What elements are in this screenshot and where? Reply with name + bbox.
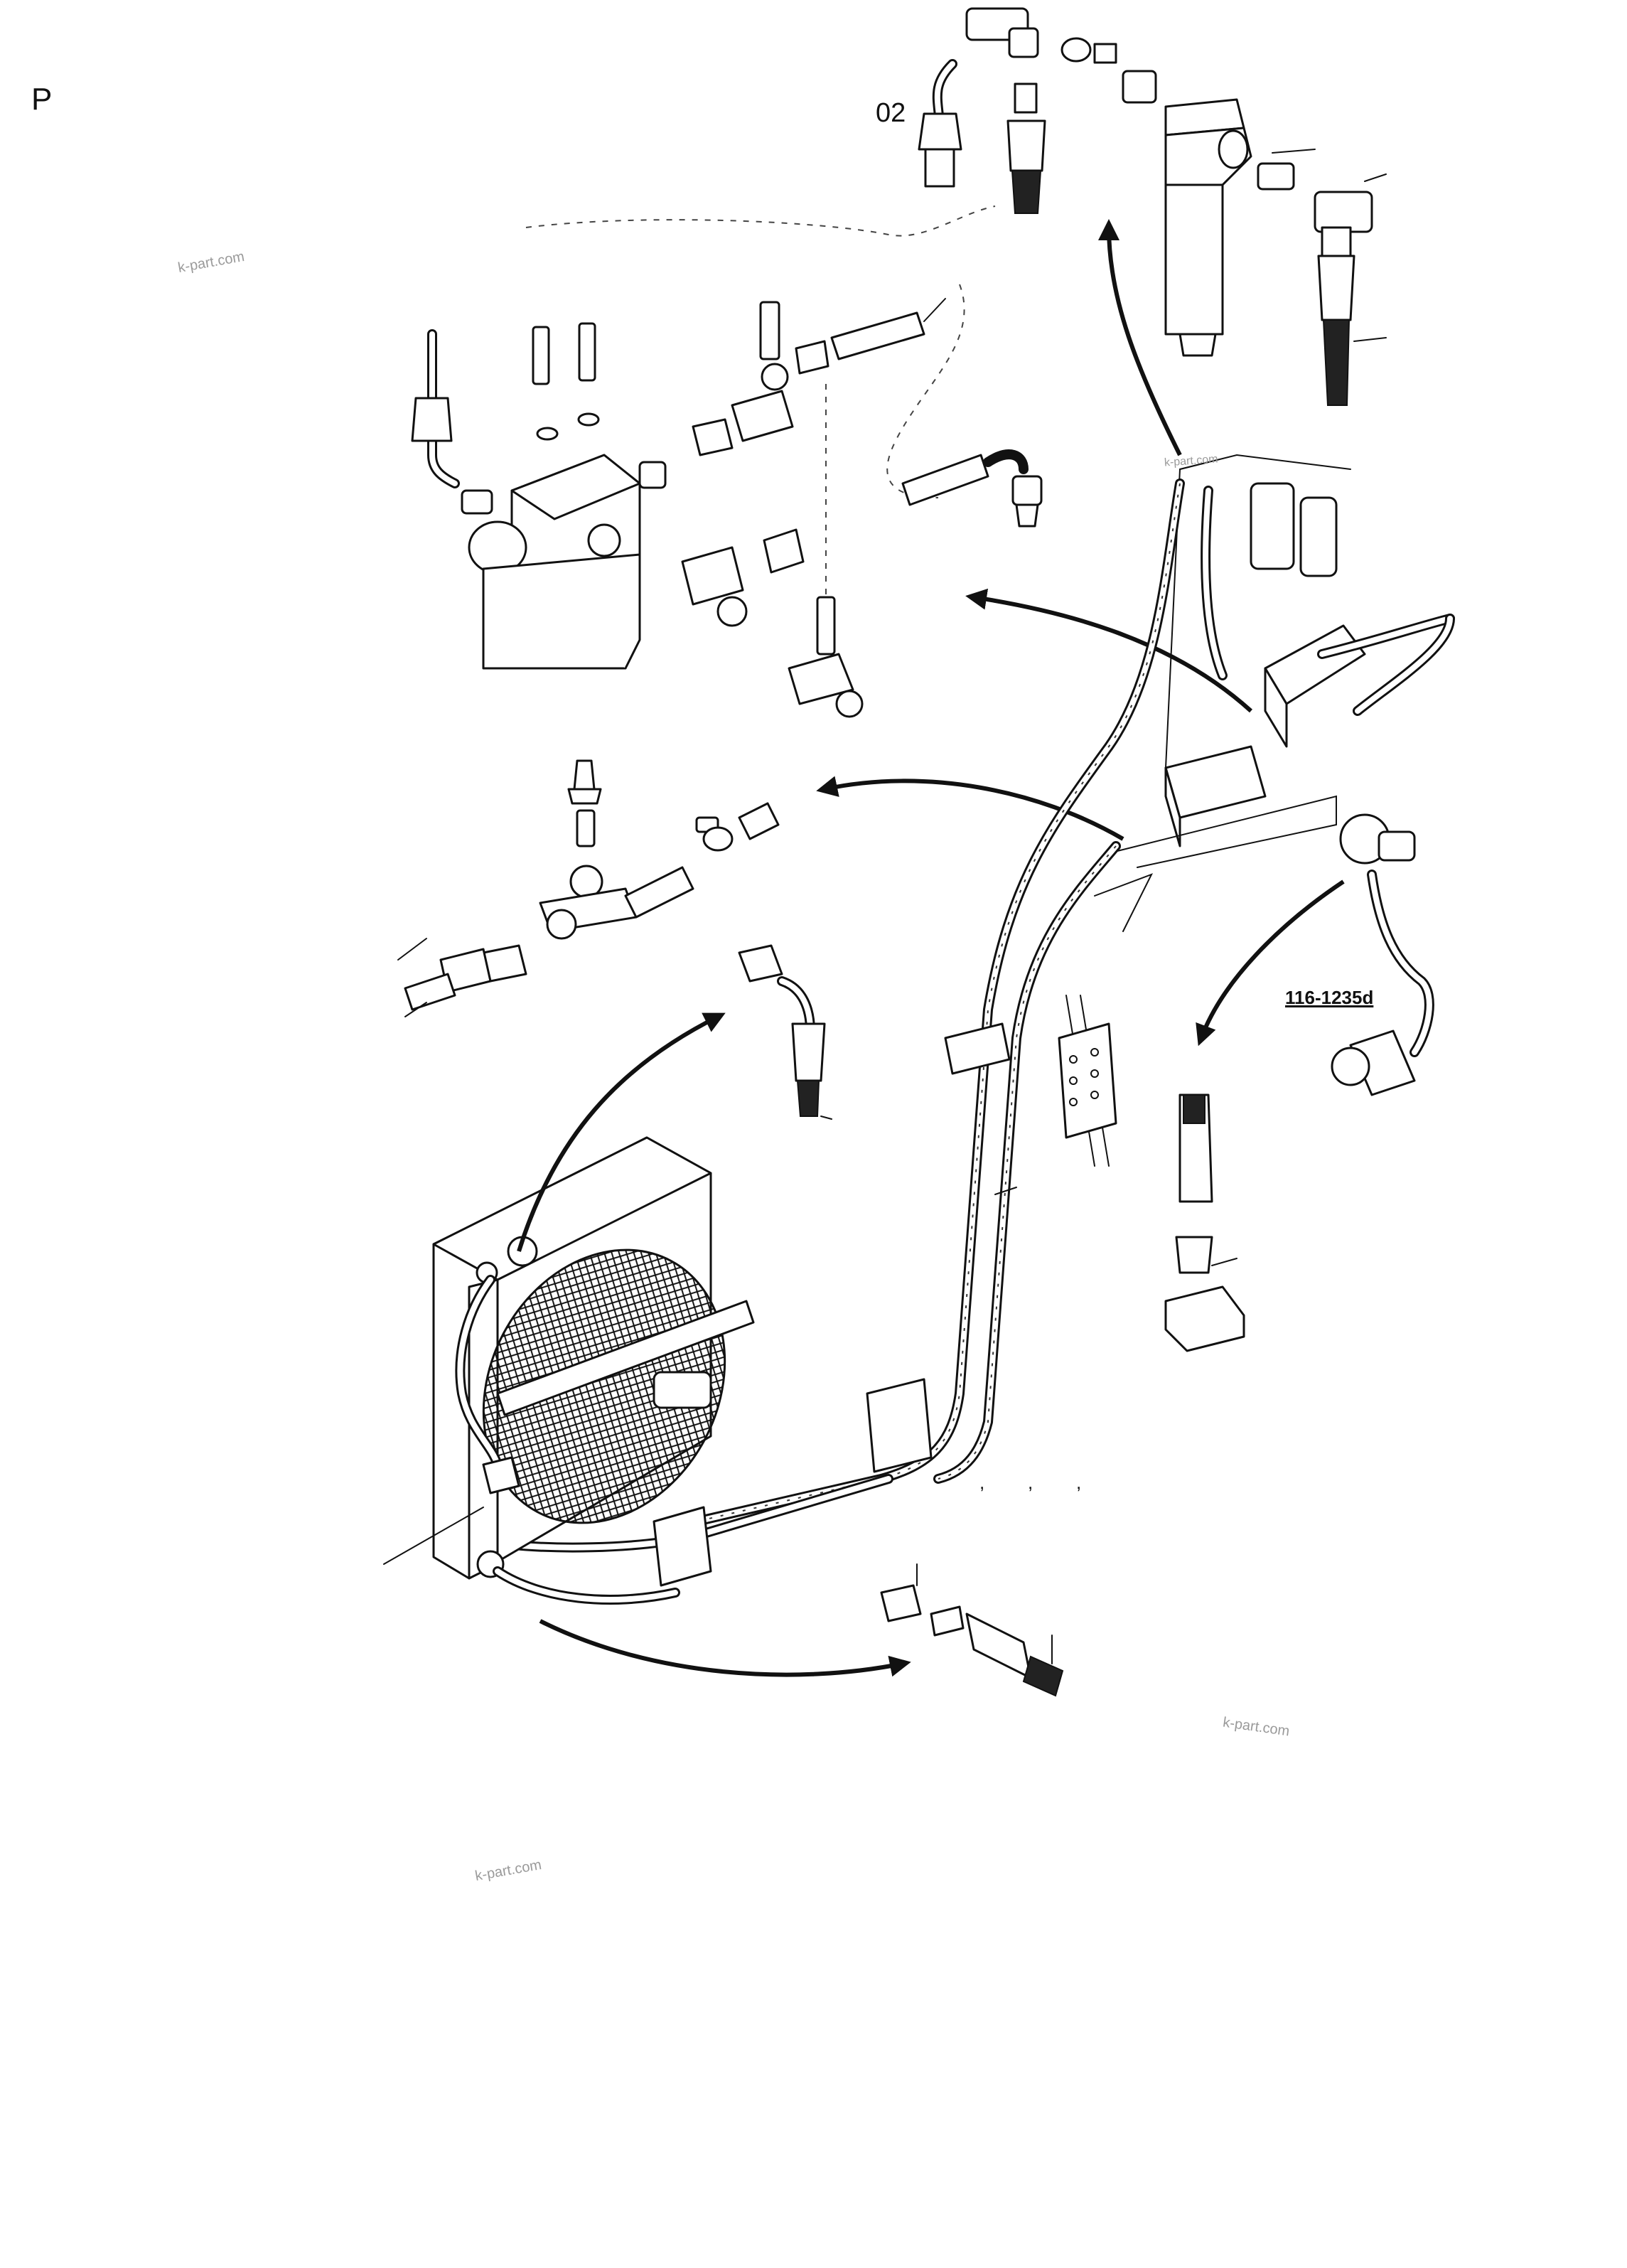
tee-assembly [397, 759, 780, 1017]
cooler-upper-fitting [738, 944, 832, 1120]
right-of-valve-fitting [901, 449, 1043, 528]
drawing-number: 116-1235d [1285, 987, 1374, 1008]
callout-part-02: 02 [876, 98, 906, 128]
top-fitting-group [525, 7, 1157, 237]
oil-cooler [383, 1136, 755, 1605]
filter-housing [1164, 98, 1387, 406]
page-code: P [31, 82, 53, 117]
lower-fittings [880, 1093, 1245, 1697]
machine-frame [1058, 454, 1455, 1167]
main-hose-run [493, 478, 1228, 1587]
callout-comma: , [1028, 1472, 1033, 1493]
callout-comma: , [1076, 1472, 1082, 1493]
valve-assembly [411, 284, 965, 718]
callout-comma: , [979, 1472, 985, 1493]
